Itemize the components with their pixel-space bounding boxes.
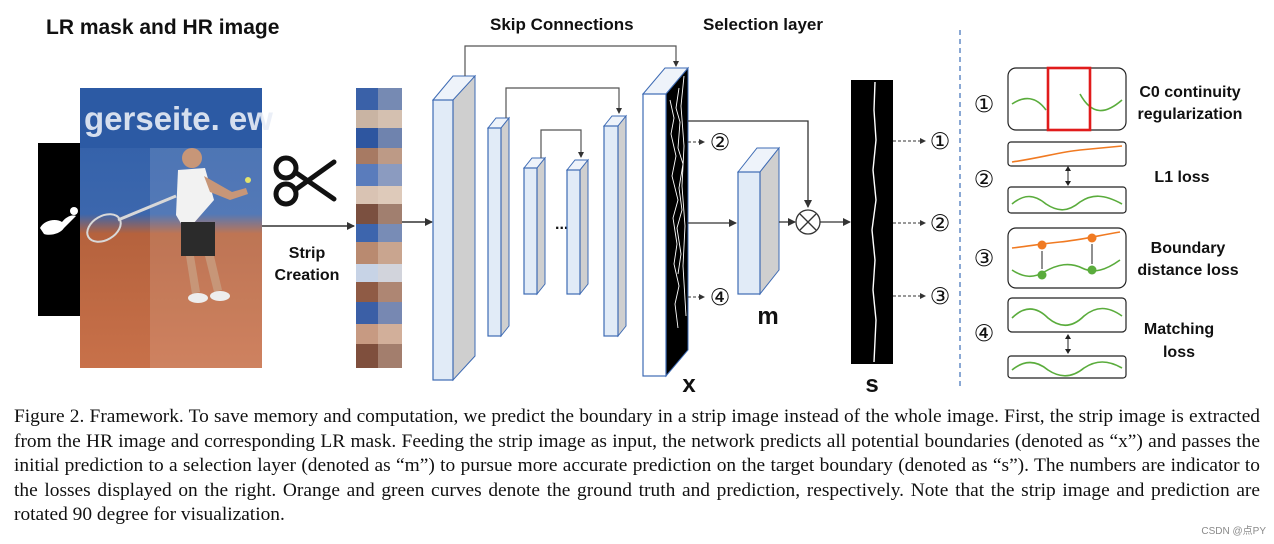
selection-layer-label: Selection layer xyxy=(703,15,823,34)
x-marker-4: ④ xyxy=(710,284,731,310)
decoder-block-2 xyxy=(602,114,628,338)
loss-l1-label: L1 loss xyxy=(1154,169,1209,186)
skip-connections-label: Skip Connections xyxy=(490,15,634,34)
bottleneck-ellipsis: ... xyxy=(555,216,568,233)
strip-image xyxy=(356,88,402,368)
loss-matching-label-line2: loss xyxy=(1163,344,1195,361)
loss-c0-label-line1: C0 continuity xyxy=(1139,84,1240,101)
loss-boundary-label-line1: Boundary xyxy=(1151,240,1226,257)
output-strip-s xyxy=(851,80,893,364)
strip-creation-label-line1: Strip xyxy=(289,245,326,262)
loss-marker-4: ④ xyxy=(974,320,995,346)
decoder-block-1 xyxy=(565,158,590,296)
photo-banner-text: gerseite. ew xyxy=(84,100,273,137)
loss-boundary-label-line2: distance loss xyxy=(1137,262,1238,279)
loss-marker-3: ③ xyxy=(974,245,995,271)
framework-figure: LR mask and HR image gerseite. ew Strip xyxy=(38,15,1243,398)
loss-marker-1: ① xyxy=(974,91,995,117)
loss-marker-2: ② xyxy=(974,166,995,192)
s-marker-3: ③ xyxy=(930,283,951,309)
loss-matching-label-line1: Matching xyxy=(1144,321,1214,338)
encoder-block-3 xyxy=(522,156,547,296)
s-marker-1: ① xyxy=(930,128,951,154)
x-to-multiply-arrow xyxy=(688,120,812,208)
label-x: x xyxy=(682,371,696,398)
scissors-icon xyxy=(273,155,337,207)
boundary-distance-diagram xyxy=(1007,227,1127,289)
matching-loss-diagram xyxy=(1007,297,1127,379)
lr-hr-title: LR mask and HR image xyxy=(46,16,279,39)
loss-c0-label-line2: regularization xyxy=(1138,106,1243,123)
figure-caption: Figure 2. Framework. To save memory and … xyxy=(14,406,1260,526)
label-s: s xyxy=(865,371,878,398)
selection-block-m xyxy=(736,146,781,296)
encoder-block-1 xyxy=(431,74,477,382)
encoder-block-2 xyxy=(486,116,511,338)
label-m: m xyxy=(757,303,778,330)
hr-tennis-photo: gerseite. ew xyxy=(80,88,273,368)
s-marker-2: ② xyxy=(930,210,951,236)
multiply-operator-icon xyxy=(795,209,821,235)
skip-connection-inner xyxy=(540,129,584,158)
skip-connection-outer xyxy=(464,45,679,76)
csdn-watermark: CSDN @点PY xyxy=(1201,526,1266,537)
l1-loss-diagram xyxy=(1007,141,1127,214)
skip-connection-middle xyxy=(505,87,622,118)
prediction-block-x xyxy=(641,66,690,378)
strip-creation-label-line2: Creation xyxy=(275,267,340,284)
lr-mask-image xyxy=(38,143,82,316)
c0-continuity-diagram xyxy=(1007,66,1127,132)
x-marker-2: ② xyxy=(710,129,731,155)
